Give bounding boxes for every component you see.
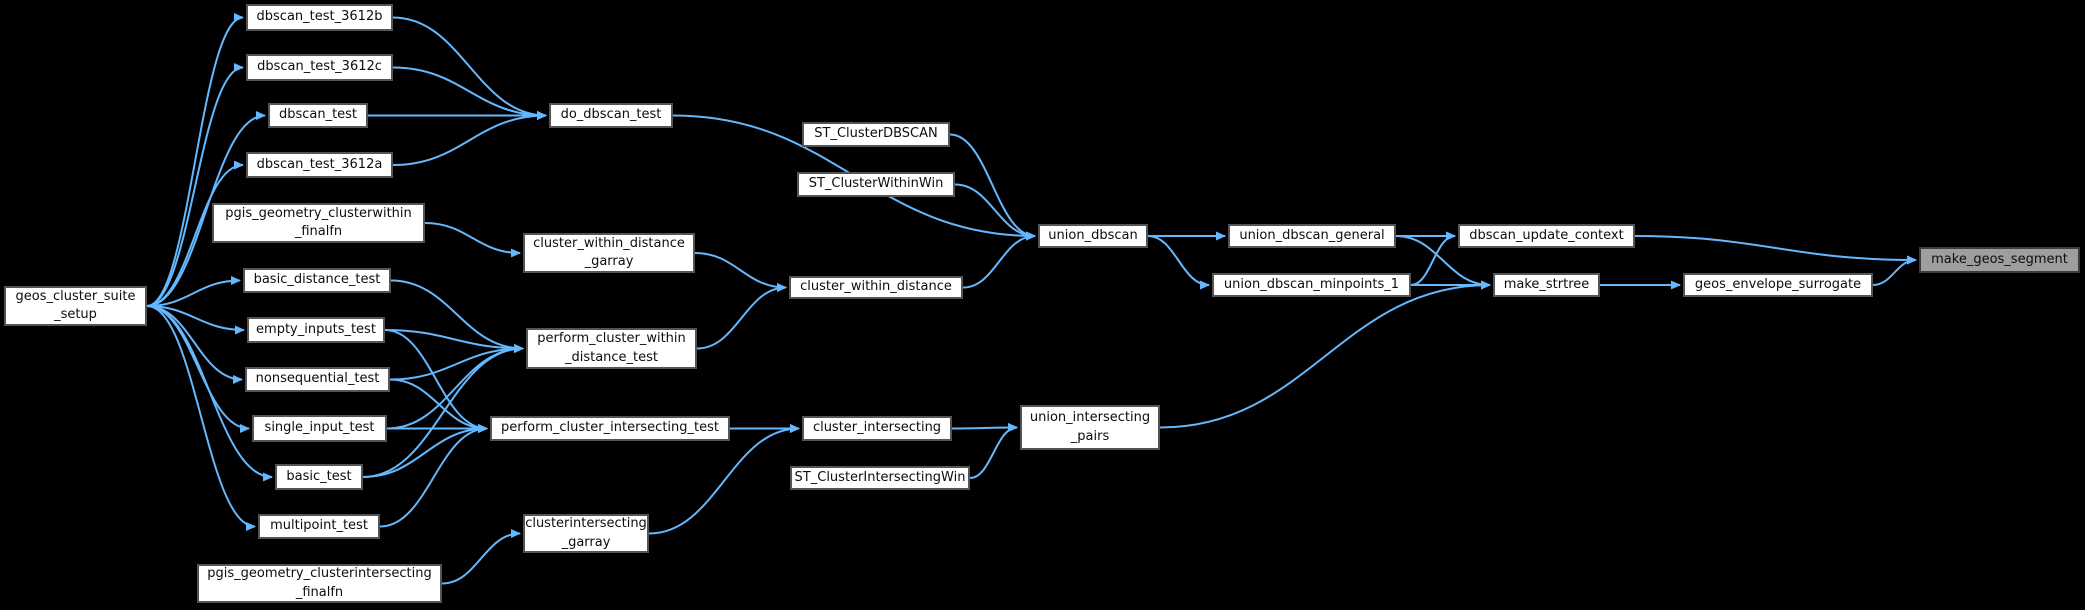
node-cluster_within_distance[interactable]: cluster_within_distance	[789, 276, 963, 299]
edge-geos_cluster_suite_setup--basic_distance_test	[146, 276, 241, 307]
node-make_geos_segment: make_geos_segment	[1919, 247, 2080, 273]
edge-union_dbscan_general--make_strtree	[1395, 235, 1491, 290]
node-geos_cluster_suite_setup[interactable]: geos_cluster_suite _setup	[4, 286, 147, 326]
node-ST_ClusterIntersectingWin[interactable]: ST_ClusterIntersectingWin	[790, 466, 970, 490]
edge-cluster_intersecting--union_intersecting_pairs	[951, 423, 1018, 433]
node-union_dbscan[interactable]: union_dbscan	[1038, 224, 1148, 248]
edge-geos_envelope_surrogate--make_geos_segment	[1872, 255, 1917, 286]
node-clusterintersecting_garray[interactable]: clusterintersecting _garray	[523, 514, 649, 553]
edge-basic_test--perform_cluster_intersecting_test	[362, 424, 488, 478]
node-dbscan_update_context[interactable]: dbscan_update_context	[1458, 224, 1635, 248]
edge-basic_distance_test--perform_cluster_within_distance_test	[390, 279, 524, 353]
node-dbscan_test_3612c[interactable]: dbscan_test_3612c	[246, 54, 393, 81]
node-ST_ClusterDBSCAN[interactable]: ST_ClusterDBSCAN	[802, 122, 950, 147]
node-cluster_intersecting[interactable]: cluster_intersecting	[802, 416, 952, 441]
node-make_strtree[interactable]: make_strtree	[1493, 273, 1600, 297]
node-single_input_test[interactable]: single_input_test	[252, 415, 387, 442]
edge-nonsequential_test--perform_cluster_within_distance_test	[389, 344, 524, 381]
node-ST_ClusterWithinWin[interactable]: ST_ClusterWithinWin	[797, 172, 955, 197]
edge-geos_cluster_suite_setup--single_input_test	[146, 305, 250, 433]
node-empty_inputs_test[interactable]: empty_inputs_test	[247, 317, 385, 343]
edge-ST_ClusterWithinWin--union_dbscan	[954, 183, 1036, 241]
edge-pgis_geometry_clusterwithin_finalfn--cluster_within_distance_garray	[424, 222, 521, 258]
node-union_dbscan_minpoints_1[interactable]: union_dbscan_minpoints_1	[1212, 273, 1411, 297]
edge-dbscan_test_3612b--do_dbscan_test	[392, 16, 547, 120]
edge-geos_cluster_suite_setup--empty_inputs_test	[146, 305, 245, 335]
edge-basic_test--perform_cluster_within_distance_test	[362, 344, 524, 478]
edge-union_dbscan_minpoints_1--dbscan_update_context	[1410, 231, 1456, 286]
node-dbscan_test[interactable]: dbscan_test	[268, 103, 368, 128]
node-pgis_geometry_clusterintersecting_finalfn[interactable]: pgis_geometry_clusterintersecting _final…	[197, 564, 442, 603]
node-basic_distance_test[interactable]: basic_distance_test	[243, 268, 391, 293]
edge-dbscan_test_3612a--do_dbscan_test	[392, 111, 547, 166]
node-basic_test[interactable]: basic_test	[275, 464, 363, 490]
node-geos_envelope_surrogate[interactable]: geos_envelope_surrogate	[1683, 273, 1873, 297]
node-union_intersecting_pairs[interactable]: union_intersecting _pairs	[1020, 405, 1160, 450]
node-dbscan_test_3612a[interactable]: dbscan_test_3612a	[246, 152, 393, 178]
node-nonsequential_test[interactable]: nonsequential_test	[245, 367, 390, 392]
node-multipoint_test[interactable]: multipoint_test	[258, 514, 380, 539]
edge-multipoint_test--perform_cluster_intersecting_test	[379, 424, 488, 528]
edge-dbscan_test_3612c--do_dbscan_test	[392, 66, 547, 120]
edge-perform_cluster_within_distance_test--cluster_within_distance	[696, 283, 787, 350]
node-perform_cluster_within_distance_test[interactable]: perform_cluster_within _distance_test	[526, 328, 697, 369]
edge-cluster_within_distance_garray--cluster_within_distance	[694, 252, 787, 292]
edge-clusterintersecting_garray--cluster_intersecting	[648, 424, 800, 535]
edge-empty_inputs_test--perform_cluster_intersecting_test	[384, 329, 488, 433]
edge-dbscan_update_context--make_geos_segment	[1634, 235, 1917, 265]
edge-union_dbscan--union_dbscan_minpoints_1	[1147, 235, 1210, 290]
node-union_dbscan_general[interactable]: union_dbscan_general	[1228, 224, 1396, 248]
node-do_dbscan_test[interactable]: do_dbscan_test	[549, 103, 673, 128]
edge-geos_cluster_suite_setup--dbscan_test_3612c	[146, 63, 244, 307]
edge-geos_cluster_suite_setup--dbscan_test_3612b	[146, 13, 244, 307]
edge-cluster_within_distance--union_dbscan	[962, 231, 1036, 289]
node-pgis_geometry_clusterwithin_finalfn[interactable]: pgis_geometry_clusterwithin _finalfn	[212, 203, 425, 243]
edge-pgis_geometry_clusterintersecting_finalfn--clusterintersecting_garray	[441, 529, 521, 585]
node-perform_cluster_intersecting_test[interactable]: perform_cluster_intersecting_test	[490, 416, 730, 441]
edge-geos_cluster_suite_setup--dbscan_test_3612a	[146, 160, 244, 307]
node-cluster_within_distance_garray[interactable]: cluster_within_distance _garray	[523, 233, 695, 273]
edge-empty_inputs_test--perform_cluster_within_distance_test	[384, 329, 524, 353]
node-dbscan_test_3612b[interactable]: dbscan_test_3612b	[246, 4, 393, 31]
edge-ST_ClusterIntersectingWin--union_intersecting_pairs	[969, 423, 1018, 479]
edge-geos_cluster_suite_setup--multipoint_test	[146, 305, 256, 531]
edge-ST_ClusterDBSCAN--union_dbscan	[949, 133, 1036, 241]
edge-union_intersecting_pairs--make_strtree	[1159, 280, 1491, 429]
edge-geos_cluster_suite_setup--basic_test	[146, 305, 273, 482]
